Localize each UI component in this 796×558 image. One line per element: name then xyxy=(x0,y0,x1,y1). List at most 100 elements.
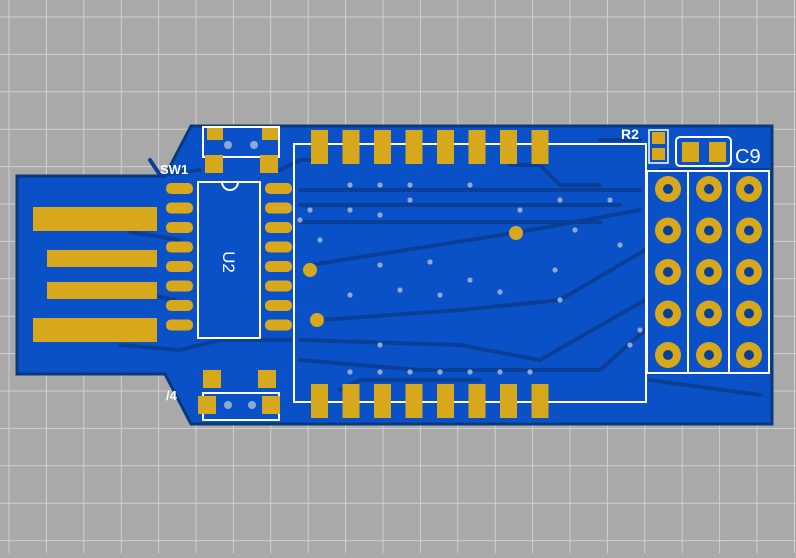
header-drill xyxy=(744,184,754,194)
module-pad-top xyxy=(500,130,517,164)
sw4-label: /4 xyxy=(166,388,178,403)
via xyxy=(347,292,353,298)
r2-outline xyxy=(648,129,669,164)
via xyxy=(347,207,353,213)
u2-pads xyxy=(166,183,292,331)
u2-pad xyxy=(265,183,292,194)
module-pad-bottom xyxy=(437,384,454,418)
header-drill xyxy=(663,267,673,277)
header-drill xyxy=(744,225,754,236)
u2-pad xyxy=(166,280,193,292)
module-pads xyxy=(311,130,549,418)
via xyxy=(377,342,383,348)
via xyxy=(317,237,323,243)
via xyxy=(377,212,383,218)
via xyxy=(552,267,558,273)
u2-pad xyxy=(166,183,193,194)
module-pad-top xyxy=(531,130,549,164)
via xyxy=(617,242,623,248)
r2-pad-1 xyxy=(652,132,665,144)
via xyxy=(347,369,353,375)
via xyxy=(527,369,533,375)
sw1-footprint xyxy=(202,126,280,173)
u2-pad xyxy=(265,261,292,272)
via xyxy=(427,259,433,265)
module-pad-bottom xyxy=(374,384,391,418)
via xyxy=(307,207,313,213)
module-pad-bottom xyxy=(531,384,549,418)
u2-pad xyxy=(166,241,193,253)
module-pad-bottom xyxy=(468,384,486,418)
header-drill xyxy=(704,350,714,360)
module-pad-bottom xyxy=(405,384,423,418)
u2-label: U2 xyxy=(219,251,238,273)
board-outline xyxy=(15,124,774,426)
via xyxy=(467,369,473,375)
via xyxy=(407,369,413,375)
header-drill xyxy=(663,225,673,236)
via xyxy=(497,289,503,295)
u2-pad xyxy=(166,202,193,214)
via xyxy=(407,197,413,203)
module-pad-bottom xyxy=(311,384,328,418)
header-drill xyxy=(663,308,673,319)
module-pad-top xyxy=(374,130,391,164)
u2-pad xyxy=(166,319,193,331)
u2-pad xyxy=(166,300,193,311)
u2-pad xyxy=(265,222,292,233)
u2-pad xyxy=(265,202,292,214)
via xyxy=(467,277,473,283)
via xyxy=(377,182,383,188)
c9-outline xyxy=(675,136,732,167)
via xyxy=(607,197,613,203)
via xyxy=(557,197,563,203)
c9-label: C9 xyxy=(735,146,761,168)
header-drill xyxy=(744,267,754,277)
via xyxy=(347,182,353,188)
via xyxy=(397,287,403,293)
mount-hole-3 xyxy=(509,226,523,240)
module-pad-top xyxy=(468,130,486,164)
module-pad-top xyxy=(311,130,328,164)
r2-pad-2 xyxy=(652,148,665,160)
usb-pad-4 xyxy=(33,318,157,342)
via xyxy=(377,369,383,375)
via xyxy=(517,207,523,213)
u2-pad xyxy=(265,319,292,331)
c9-pad-2 xyxy=(709,142,726,162)
module-pad-top xyxy=(405,130,423,164)
module-pad-bottom xyxy=(342,384,360,418)
usb-connector xyxy=(33,207,157,342)
header-drill xyxy=(663,350,673,360)
usb-pad-2 xyxy=(47,250,157,267)
pin-header-outline xyxy=(646,170,770,374)
via xyxy=(467,182,473,188)
header-drill xyxy=(744,350,754,360)
u2-pad xyxy=(166,261,193,272)
header-drill xyxy=(663,184,673,194)
via xyxy=(627,342,633,348)
header-drill xyxy=(704,267,714,277)
usb-pad-1 xyxy=(33,207,157,231)
pin-header-pads xyxy=(655,176,762,368)
sw1-label: SW1 xyxy=(160,162,188,177)
mount-hole-1 xyxy=(303,263,317,277)
header-drill xyxy=(704,225,714,236)
header-drill xyxy=(744,308,754,319)
u2-pad xyxy=(265,300,292,311)
via xyxy=(437,369,443,375)
mount-hole-2 xyxy=(310,313,324,327)
u2-footprint xyxy=(197,181,261,339)
module-pad-top xyxy=(342,130,360,164)
module-pad-top xyxy=(437,130,454,164)
via xyxy=(437,292,443,298)
via-layer xyxy=(297,182,643,375)
module-pad-bottom xyxy=(500,384,517,418)
via xyxy=(377,262,383,268)
u2-pad xyxy=(265,241,292,253)
via xyxy=(407,182,413,188)
via xyxy=(572,227,578,233)
via xyxy=(557,297,563,303)
